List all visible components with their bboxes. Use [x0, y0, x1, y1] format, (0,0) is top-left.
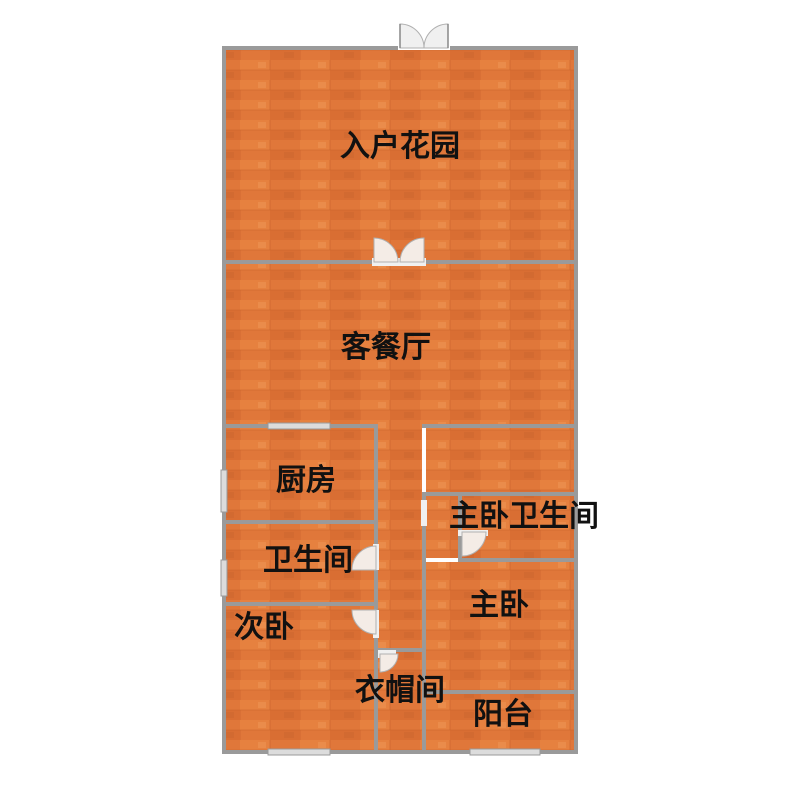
- window-balcony-bottom: [469, 748, 541, 756]
- master-bathroom-floor: [426, 496, 574, 558]
- wall-balcony-top: [426, 690, 574, 694]
- balcony-floor: [426, 694, 574, 750]
- label-entry-garden: 入户花园: [340, 129, 460, 164]
- window-bath-left: [220, 559, 228, 597]
- label-balcony: 阳台: [473, 697, 533, 732]
- wall-bath-bedroom: [226, 602, 374, 606]
- entry-double-door[interactable]: [398, 22, 450, 50]
- label-kitchen: 厨房: [276, 463, 336, 498]
- room-labels: 入户花园 客餐厅 厨房 卫生间 主卧卫生间 主卧 次卧 衣帽间 阳台: [234, 129, 599, 732]
- right-upper-floor: [426, 428, 574, 492]
- cloakroom-door[interactable]: [378, 650, 399, 673]
- wall-living-right: [422, 424, 574, 428]
- master-bedroom-door[interactable]: [421, 500, 427, 526]
- label-second-bedroom: 次卧: [234, 610, 294, 645]
- window-bedroom-bottom: [267, 748, 331, 756]
- bathroom-floor: [226, 524, 374, 602]
- doors: [351, 22, 488, 673]
- label-master-bedroom: 主卧: [469, 588, 529, 623]
- windows: [220, 422, 541, 756]
- label-cloakroom: 衣帽间: [355, 673, 445, 708]
- wall-corridor-left: [374, 424, 378, 750]
- outer-wall-bottom: [222, 750, 578, 754]
- wall-master-bath-top: [422, 492, 574, 496]
- outer-wall-right: [574, 46, 578, 754]
- wall-master-bath-bottom: [458, 558, 574, 562]
- wall-kitchen-bath: [226, 520, 374, 524]
- label-living-dining: 客餐厅: [341, 330, 431, 365]
- kitchen-floor: [226, 428, 374, 520]
- wall-cloakroom-top: [378, 648, 422, 652]
- outer-wall-left: [222, 46, 226, 754]
- garden-living-double-door[interactable]: [372, 237, 426, 266]
- master-bathroom-door[interactable]: [458, 530, 488, 557]
- label-master-bathroom: 主卧卫生间: [449, 499, 599, 534]
- second-bedroom-door[interactable]: [351, 609, 379, 638]
- entry-garden-floor: [226, 50, 574, 260]
- wall-corridor-right-upper: [422, 492, 426, 750]
- label-bathroom: 卫生间: [263, 543, 353, 578]
- window-kitchen-left: [220, 469, 228, 513]
- bathroom-door[interactable]: [351, 544, 379, 571]
- master-bedroom-floor: [426, 562, 574, 690]
- floor-areas: [226, 50, 574, 750]
- window-kitchen-top: [267, 422, 331, 430]
- second-bedroom-floor: [226, 606, 374, 750]
- wall-master-bath-left: [458, 492, 462, 562]
- living-dining-floor: [226, 264, 574, 424]
